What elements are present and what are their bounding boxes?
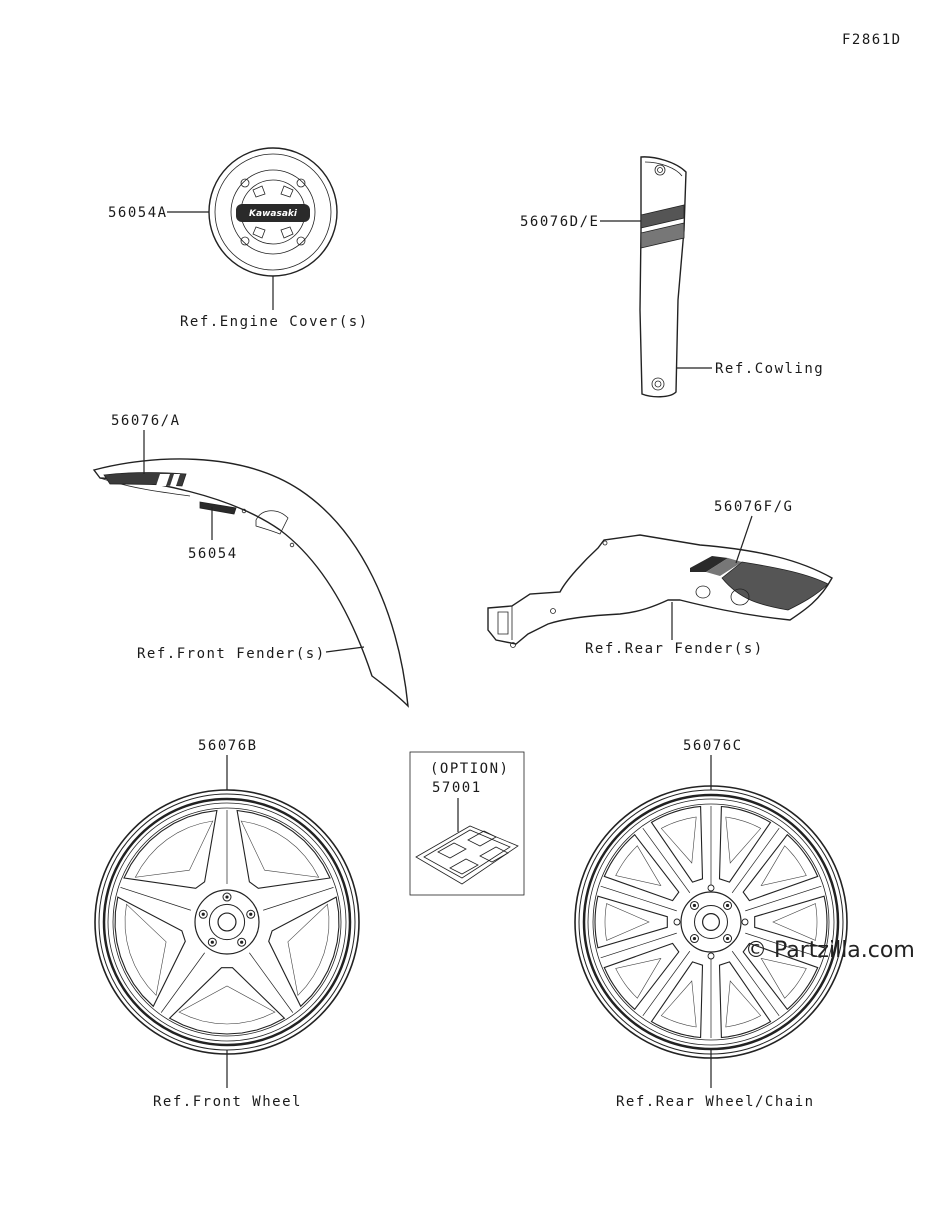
callout-option-part[interactable]: 57001 (432, 780, 482, 796)
option-box[interactable]: (OPTION) 57001 (409, 751, 525, 896)
callout-rear-fender-ref[interactable]: Ref.Rear Fender(s) (585, 641, 764, 657)
fender-emblem (199, 501, 237, 515)
callout-cowling-ref[interactable]: Ref.Cowling (715, 361, 824, 377)
rear-wheel[interactable] (574, 785, 848, 1059)
leader-rear-fender-part (735, 515, 753, 564)
diagram-id: F2861D (842, 32, 902, 48)
rear-fender[interactable] (487, 534, 833, 648)
callout-engine-cover-part[interactable]: 56054A (108, 205, 168, 221)
front-wheel[interactable] (94, 789, 360, 1055)
leader-front-fender-ref (325, 646, 365, 653)
callout-front-wheel-part[interactable]: 56076B (198, 738, 258, 754)
callout-cowling-part[interactable]: 56076D/E (520, 214, 599, 230)
callout-front-fender-ref[interactable]: Ref.Front Fender(s) (137, 646, 326, 662)
callout-rear-fender-part[interactable]: 56076F/G (714, 499, 793, 515)
watermark: © Partzilla.com (745, 938, 915, 963)
callout-engine-cover-ref[interactable]: Ref.Engine Cover(s) (180, 314, 369, 330)
cowling[interactable] (639, 156, 687, 398)
callout-front-fender-top[interactable]: 56076/A (111, 413, 181, 429)
engine-cover[interactable]: Kawasaki (208, 147, 338, 277)
callout-rear-wheel-ref[interactable]: Ref.Rear Wheel/Chain (616, 1094, 815, 1110)
badge-text: Kawasaki (249, 209, 298, 219)
front-fender[interactable] (92, 458, 409, 708)
callout-front-fender-emblem[interactable]: 56054 (188, 546, 238, 562)
callout-rear-wheel-part[interactable]: 56076C (683, 738, 743, 754)
kawasaki-badge (236, 204, 310, 222)
callout-front-wheel-ref[interactable]: Ref.Front Wheel (153, 1094, 302, 1110)
option-label: (OPTION) (430, 761, 509, 777)
